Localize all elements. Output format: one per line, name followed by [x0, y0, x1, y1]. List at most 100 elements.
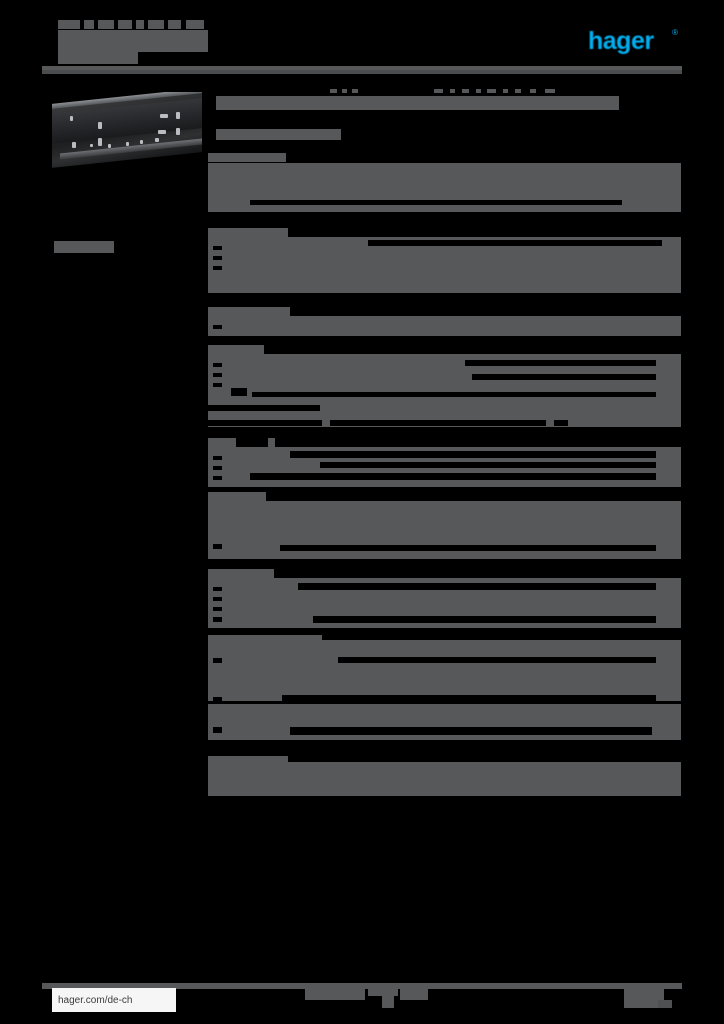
product-hole-icon: [155, 138, 159, 142]
product-hole-icon: [72, 142, 76, 148]
section-label: [208, 307, 290, 316]
page-title: [216, 96, 619, 110]
section-body: [208, 664, 681, 701]
product-image: [52, 92, 202, 170]
hager-logo-text: hager: [588, 27, 654, 55]
row-gap: [213, 246, 222, 250]
heading-tick: [352, 89, 358, 93]
section-label: [208, 756, 288, 765]
heading-tick: [330, 89, 337, 93]
footer-right-text: [624, 988, 664, 1008]
row-gap: [213, 597, 222, 601]
row-gap: [338, 657, 656, 663]
row-gap: [282, 695, 656, 701]
header-title-word: [118, 20, 132, 29]
heading-tick: [434, 89, 443, 93]
product-hole-icon: [140, 140, 143, 144]
product-hole-icon: [108, 144, 111, 148]
row-gap: [290, 451, 656, 458]
header-title-word: [58, 20, 80, 29]
row-gap: [213, 607, 222, 611]
row-gap: [213, 727, 222, 733]
header-title-line: [58, 30, 208, 52]
product-hole-icon: [98, 138, 102, 146]
product-hole-icon: [176, 128, 180, 135]
product-hole-icon: [98, 122, 102, 129]
heading-tick: [545, 89, 555, 93]
footer-right-text-2: [658, 1000, 672, 1008]
footer-center-text-3: [400, 988, 428, 1000]
heading-tick: [450, 89, 455, 93]
row-gap: [213, 544, 222, 549]
row-gap: [322, 631, 681, 640]
footer-page-number: [382, 996, 394, 1008]
footer-divider: [42, 983, 682, 989]
row-gap: [250, 473, 656, 480]
section-body-2: [208, 397, 681, 415]
row-gap: [213, 266, 222, 270]
section-body: [208, 762, 681, 796]
section-body-tail: [208, 205, 681, 212]
header-title-word: [186, 20, 204, 29]
section-label: [208, 345, 264, 354]
header-title-word: [136, 20, 144, 29]
row-gap: [213, 658, 222, 663]
row-gap: [213, 363, 222, 367]
row-gap: [252, 392, 656, 398]
header-title-word: [168, 20, 181, 29]
section-label: [208, 228, 288, 237]
heading-tick: [462, 89, 469, 93]
row-gap: [213, 456, 222, 460]
heading-tick: [487, 89, 496, 93]
section-label: [208, 492, 266, 501]
row-gap: [368, 240, 662, 246]
row-gap: [554, 420, 568, 426]
row-gap: [213, 476, 222, 480]
row-gap: [213, 383, 222, 387]
row-gap: [213, 373, 222, 377]
header-title-word: [84, 20, 94, 29]
row-gap: [280, 545, 656, 551]
section-body: [208, 237, 681, 293]
section-body: [208, 316, 681, 336]
row-gap: [298, 583, 656, 590]
row-gap: [213, 697, 222, 702]
section-label: [208, 153, 286, 162]
footer-center-text: [305, 988, 365, 1000]
header-divider-shadow: [42, 70, 682, 74]
product-slot-icon: [160, 114, 168, 118]
hager-logo[interactable]: hager ®: [588, 27, 678, 55]
row-gap: [213, 325, 222, 329]
section-label: [208, 438, 236, 447]
heading-tick: [503, 89, 508, 93]
heading-tick: [342, 89, 347, 93]
footer-url-text: hager.com/de-ch: [58, 994, 133, 1006]
page-subtitle: [216, 129, 341, 140]
product-slot-icon: [158, 130, 166, 134]
row-gap: [472, 374, 656, 380]
row-gap: [231, 388, 247, 396]
section-label-extra: [268, 438, 275, 447]
row-gap: [320, 462, 656, 468]
row-gap: [213, 587, 222, 591]
row-gap: [213, 466, 222, 470]
row-gap: [208, 405, 320, 411]
row-gap: [290, 727, 652, 735]
row-gap: [330, 420, 546, 426]
row-gap: [465, 360, 656, 366]
row-gap: [313, 616, 656, 623]
product-hole-icon: [176, 112, 180, 119]
trademark-icon: ®: [672, 28, 678, 37]
section-label: [208, 569, 274, 578]
row-gap: [213, 256, 222, 260]
header-title-word: [148, 20, 164, 29]
sidebar-item-label: [54, 241, 114, 253]
row-gap: [208, 420, 322, 426]
product-hole-icon: [70, 116, 73, 121]
heading-tick: [530, 89, 536, 93]
footer-url-link[interactable]: hager.com/de-ch: [52, 988, 176, 1012]
header-title-word: [98, 20, 114, 29]
row-gap: [250, 200, 622, 206]
product-hole-icon: [90, 144, 93, 147]
